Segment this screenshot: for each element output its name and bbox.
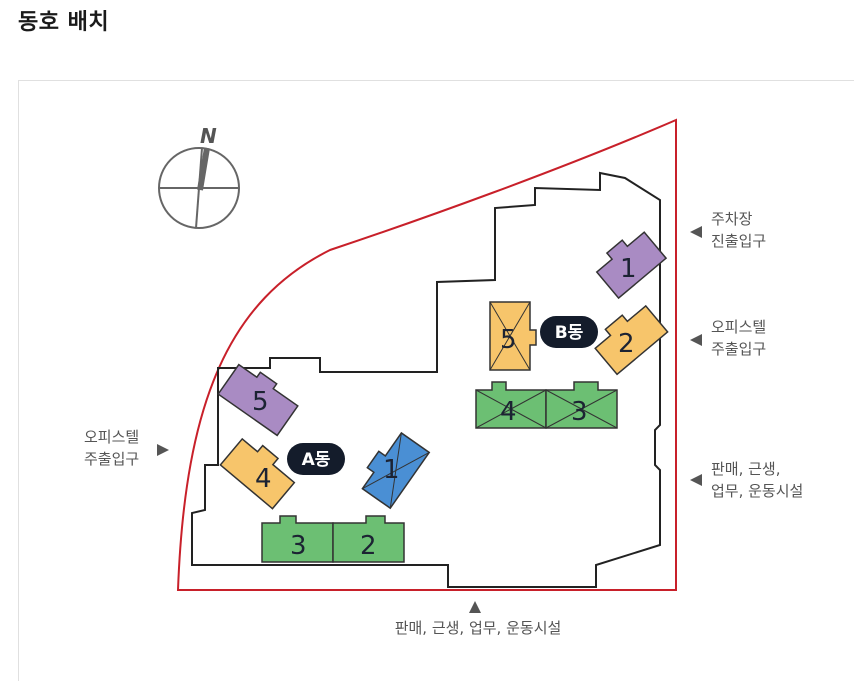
building-a-unit-2-label: 2 <box>360 531 377 561</box>
compass-icon: N <box>158 124 240 229</box>
retail-bottom-label: 판매, 근생, 업무, 운동시설 <box>395 619 562 637</box>
building-b-unit-4[interactable] <box>475 381 547 429</box>
building-b-unit-2-label: 2 <box>618 329 635 359</box>
building-b-unit-3-label: 3 <box>571 397 588 427</box>
map-frame <box>18 80 854 681</box>
office-left-label-line2: 주출입구 <box>84 450 139 468</box>
building-a-unit-1-label: 1 <box>383 455 400 485</box>
building-a-unit-4-label: 4 <box>255 464 272 494</box>
office-right-arrow-icon <box>690 334 702 346</box>
block-a-label: A동 <box>302 450 331 470</box>
page-title: 동호 배치 <box>18 10 110 35</box>
building-a-unit-3-label: 3 <box>290 531 307 561</box>
block-b-label: B동 <box>555 323 584 343</box>
building-b-unit-5[interactable] <box>489 301 537 371</box>
parking-label-line1: 주차장 <box>711 210 753 228</box>
building-b-unit-1[interactable] <box>592 226 668 300</box>
office-left-arrow-icon <box>157 444 169 456</box>
building-a-unit-3[interactable] <box>261 515 334 563</box>
building-a-unit-5-label: 5 <box>252 387 269 417</box>
office-left-label-line1: 오피스텔 <box>84 428 139 446</box>
building-a-unit-1[interactable] <box>356 428 431 510</box>
office-right-label-line1: 오피스텔 <box>711 318 766 336</box>
retail-bottom-arrow-icon <box>469 601 481 613</box>
site-boundary <box>176 118 677 591</box>
retail-right-arrow-icon <box>690 474 702 486</box>
building-a-unit-2[interactable] <box>332 515 405 563</box>
compass-north-label: N <box>200 124 217 148</box>
building-outline <box>191 171 661 588</box>
building-a-unit-5[interactable] <box>217 360 301 437</box>
block-a-badge: A동 <box>287 443 345 475</box>
parking-label-line2: 진출입구 <box>711 232 766 250</box>
retail-right-label-line1: 판매, 근생, <box>711 460 781 478</box>
building-b-unit-5-label: 5 <box>500 325 517 355</box>
block-b-badge: B동 <box>540 316 598 348</box>
building-b-unit-1-label: 1 <box>620 254 637 284</box>
building-b-unit-4-label: 4 <box>500 397 517 427</box>
building-a-unit-4[interactable] <box>219 433 299 510</box>
office-right-label-line2: 주출입구 <box>711 340 766 358</box>
retail-right-label-line2: 업무, 운동시설 <box>711 482 803 500</box>
building-b-unit-2[interactable] <box>590 300 669 376</box>
parking-arrow-icon <box>690 226 702 238</box>
site-plan: N 1 2 5 B동 4 3 5 4 <box>84 118 803 637</box>
building-b-unit-3[interactable] <box>545 381 618 429</box>
